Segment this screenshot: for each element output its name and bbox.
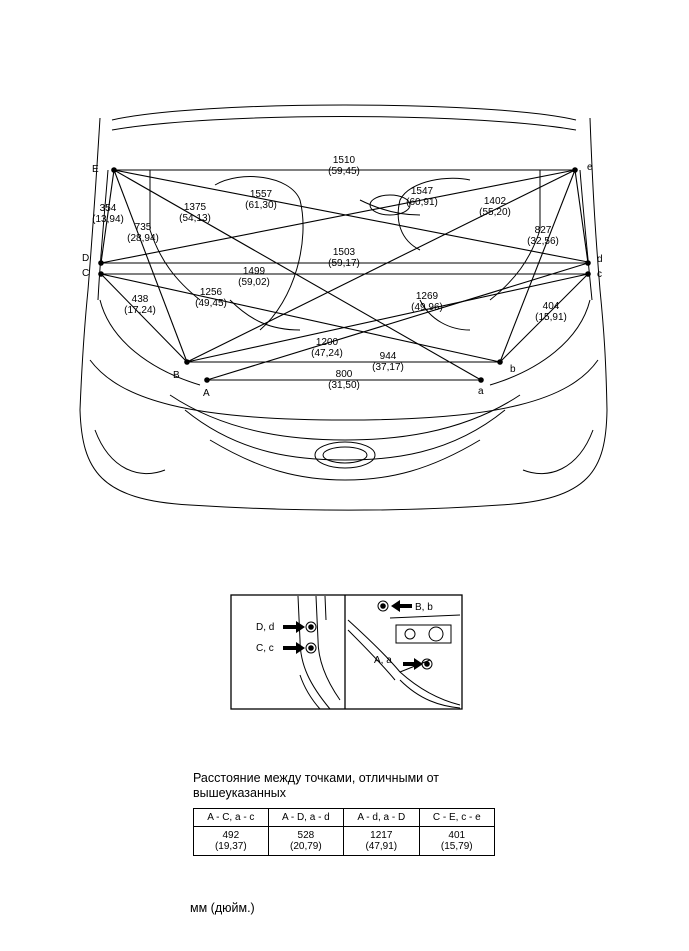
inset-label-Cc: C, c <box>256 643 274 654</box>
table-header: A - D, a - d <box>267 808 345 827</box>
label-D: D <box>82 253 89 264</box>
label-A: A <box>203 388 210 399</box>
table-cell: 492(19,37) <box>193 826 269 856</box>
label-d: d <box>597 254 603 265</box>
point-E <box>111 167 117 173</box>
table-header-row: A - C, a - c A - D, a - d A - d, a - D C… <box>193 808 496 827</box>
meas-354: 354(13,94) <box>92 203 124 225</box>
arrow-icon <box>283 621 305 654</box>
table-row: 492(19,37) 528(20,79) 1217(47,91) 401(15… <box>193 826 496 856</box>
table-header: C - E, c - e <box>418 808 496 827</box>
measurement-labels: 1510(59,45) 1557(61,30) 1547(60,91) 1375… <box>92 155 567 391</box>
meas-1499: 1499(59,02) <box>238 266 270 288</box>
meas-1503: 1503(59,17) <box>328 247 360 269</box>
point-C <box>98 271 104 277</box>
inset-label-Dd: D, d <box>256 622 274 633</box>
meas-438: 438(17,24) <box>124 294 156 316</box>
point-D <box>98 260 104 266</box>
point-c <box>585 271 591 277</box>
label-c: c <box>597 269 602 280</box>
meas-1256: 1256(49,45) <box>195 287 227 309</box>
label-E: E <box>92 164 99 175</box>
unit-note: мм (дюйм.) <box>190 901 255 915</box>
inset-label-Bb: B, b <box>415 602 433 613</box>
inset-detail: D, d C, c B, b A, a <box>230 594 463 710</box>
table-cell: 528(20,79) <box>267 826 345 856</box>
point-b <box>497 359 503 365</box>
inset-label-Aa: A, a <box>374 655 392 666</box>
meas-1510: 1510(59,45) <box>328 155 360 177</box>
meas-1200: 1200(47,24) <box>311 337 343 359</box>
table-cell: 401(15,79) <box>418 826 496 856</box>
meas-1547: 1547(60,91) <box>406 186 438 208</box>
meas-1269: 1269(49,96) <box>411 291 443 313</box>
arrow-icon <box>391 600 423 670</box>
point-labels: E e D d C c B b A a <box>82 162 603 399</box>
meas-735: 735(28,94) <box>127 222 159 244</box>
meas-1557: 1557(61,30) <box>245 189 277 211</box>
point-a <box>478 377 484 383</box>
table-title: Расстояние между точками, отличными от в… <box>193 771 440 800</box>
meas-1375: 1375(54,13) <box>179 202 211 224</box>
meas-404: 404(15,91) <box>535 301 567 323</box>
table-header: A - C, a - c <box>193 808 269 827</box>
label-b: b <box>510 364 516 375</box>
table-cell: 1217(47,91) <box>343 826 420 856</box>
measurement-lines <box>100 169 589 381</box>
meas-800: 800(31,50) <box>328 369 360 391</box>
label-C: C <box>82 268 89 279</box>
table-header: A - d, a - D <box>343 808 420 827</box>
label-B: B <box>173 370 180 381</box>
point-d <box>585 260 591 266</box>
meas-827: 827(32,56) <box>527 225 559 247</box>
point-e <box>572 167 578 173</box>
label-a: a <box>478 386 484 397</box>
inset-left-panel <box>297 595 341 710</box>
point-A <box>204 377 210 383</box>
meas-1402: 1402(55,20) <box>479 196 511 218</box>
label-e: e <box>587 162 593 173</box>
distance-table: A - C, a - c A - D, a - d A - d, a - D C… <box>193 808 496 856</box>
point-B <box>184 359 190 365</box>
measurement-points <box>98 167 591 383</box>
meas-944: 944(37,17) <box>372 351 404 373</box>
